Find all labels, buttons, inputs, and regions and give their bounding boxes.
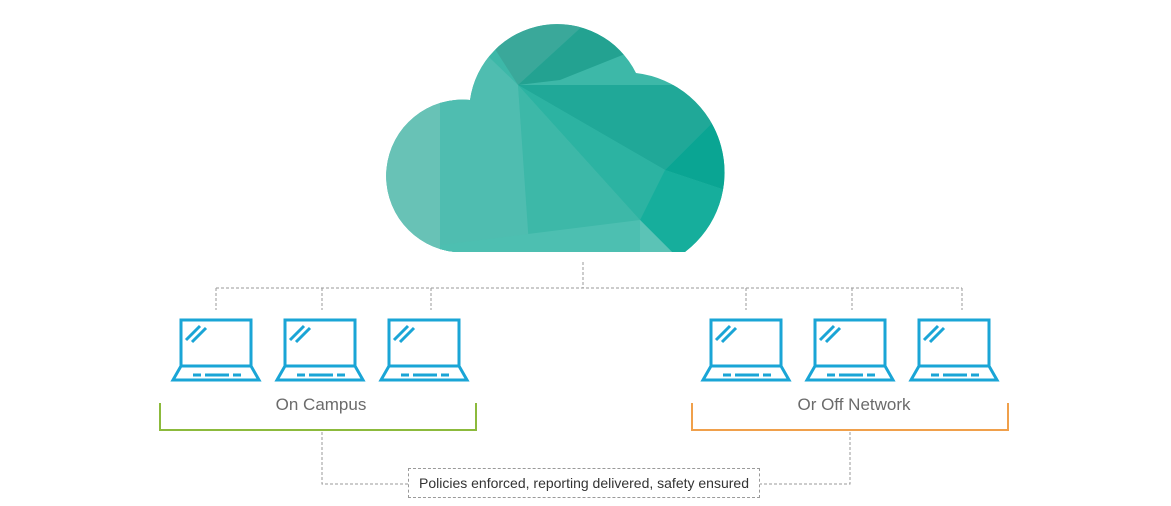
on-campus-bracket (159, 403, 477, 431)
laptop-icon (171, 318, 261, 382)
policy-note: Policies enforced, reporting delivered, … (408, 468, 760, 498)
cloud-connectors (215, 262, 963, 310)
note-connectors (321, 432, 851, 485)
off-network-label: Or Off Network (797, 395, 911, 414)
off-network-devices (701, 318, 999, 382)
laptop-icon (701, 318, 791, 382)
laptop-icon (379, 318, 469, 382)
policy-note-text: Policies enforced, reporting delivered, … (419, 475, 749, 491)
laptop-icon (805, 318, 895, 382)
on-campus-label: On Campus (275, 395, 367, 414)
cloud-icon (386, 24, 725, 253)
laptop-icon (275, 318, 365, 382)
off-network-bracket (691, 403, 1009, 431)
laptop-icon (909, 318, 999, 382)
on-campus-devices (171, 318, 469, 382)
